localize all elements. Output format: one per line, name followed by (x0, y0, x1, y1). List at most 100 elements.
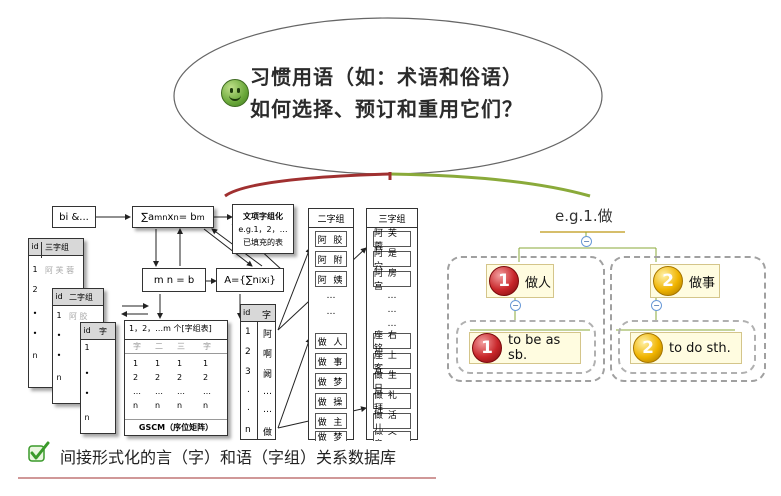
row-id: • (32, 329, 38, 338)
trigram-cell: 阿 芙 蓉 (373, 229, 411, 252)
char-table-back: id 字 1 • • n (80, 322, 116, 434)
row-id: • (84, 389, 90, 398)
aset-x: x (261, 274, 268, 286)
gscm-cell: 2 (177, 373, 183, 382)
row-id: • (56, 331, 62, 340)
bigram-cell: 做 梦 (315, 373, 347, 389)
node-zuoren[interactable]: 1 做人 (486, 264, 554, 298)
gscm-cell: 2 (133, 373, 139, 382)
trigram-cell: 做 活 儿 (373, 411, 411, 434)
collapse-node-1-icon[interactable]: − (510, 300, 521, 311)
note-box: 文项字组化 e.g.1，2，… 已填充的表 (232, 204, 294, 254)
gscm-cell: 1 (155, 359, 161, 368)
gscm-col: 字 (203, 342, 211, 351)
aset-a: A={∑n (224, 274, 259, 286)
mnb-label: m n = b (153, 274, 195, 286)
bigram-cell: 做 人 (315, 333, 347, 349)
char-cell: … (263, 405, 272, 415)
trigram-cell: 做 生 日 (373, 371, 411, 394)
bigram-header-label: 二字组 (69, 293, 93, 302)
child-1-frame (456, 320, 596, 374)
gscm-col: 字 (133, 342, 141, 351)
row-id: • (56, 351, 62, 360)
id-header: id (55, 292, 63, 301)
title-line-2: 如何选择、预订和重用它们？ (250, 97, 523, 121)
gscm-cell: n (155, 401, 161, 410)
gscm-cell: 2 (155, 373, 161, 382)
gscm-header: 1，2，…m 个[字组表] (129, 324, 212, 333)
node-zuoren-label: 做人 (525, 275, 552, 291)
trigram-cell: 阿 是 穴 (373, 249, 411, 272)
char-cell: 做 (263, 428, 273, 438)
collapse-node-2-icon[interactable]: − (651, 300, 662, 311)
mnb-box: m n = b (142, 268, 206, 292)
bigram-cell: 做 操 (315, 393, 347, 409)
bigram-table-header: id 二字组 (53, 289, 103, 306)
number-1-icon: 1 (472, 333, 502, 363)
node-to-be-as-sb-label: to be as sb. (508, 333, 561, 363)
sum-eq-b: = b (178, 211, 197, 223)
node-to-do-sth[interactable]: 2 to do sth. (630, 332, 742, 364)
bigram-header: 二字组 (309, 209, 353, 228)
gscm-col: 三 (177, 342, 185, 351)
row-id: n (32, 351, 38, 360)
number-2-icon: 2 (633, 333, 663, 363)
gscm-cell: … (133, 387, 141, 396)
row-id: 1 (245, 327, 251, 337)
trigram-column: 三字组 阿 芙 蓉 阿 是 穴 阿 房 宫 … … … 座 右 铭 座 上 客 … (366, 208, 418, 441)
row-id: n (245, 425, 251, 435)
note-title: 文项字组化 (243, 211, 283, 221)
char-table-header: id 字 (81, 323, 115, 340)
gscm-cell: 1 (177, 359, 183, 368)
node-to-do-sth-label: to do sth. (669, 340, 731, 356)
gscm-cell: n (177, 401, 183, 410)
gscm-cell: … (177, 387, 185, 396)
row-id: n (56, 373, 62, 382)
checkmark-icon (28, 441, 50, 462)
bigram-cell: 做 事 (315, 353, 347, 369)
node-to-be-as-sb[interactable]: 1 to be as sb. (469, 332, 581, 364)
gscm-cell: n (133, 401, 139, 410)
gscm-col: 二 (155, 342, 163, 351)
bigram-ellipsis: … (326, 307, 336, 317)
bigram-cell: 做 梦 (315, 431, 347, 441)
smiley-icon (221, 79, 249, 107)
row-id: 2 (32, 285, 38, 294)
row-id: 1 (32, 265, 38, 274)
char-cell: 阿 (263, 330, 273, 340)
row-id: 1 (56, 311, 62, 320)
trigram-header-label: 三字组 (45, 243, 69, 252)
bigram-column: 二字组 阿 胶 阿 附 阿 姨 … … 做 人 做 事 做 梦 做 操 做 主 … (308, 208, 354, 441)
group-2-frame (610, 256, 766, 382)
trigram-header: 三字组 (367, 209, 417, 228)
bigram-cell: 阿 附 (315, 251, 347, 267)
row-id: • (84, 369, 90, 378)
node-zuoshi[interactable]: 2 做事 (650, 264, 720, 298)
row-text: 阿 芙 蓉 (45, 266, 75, 275)
char-header-label: 字 (99, 327, 107, 336)
gscm-cell: 2 (203, 373, 209, 382)
note-line-2: e.g.1，2，… (238, 224, 288, 234)
id-header: id (243, 308, 251, 317)
diagram-caption: 间接形式化的言（字）和语（字组）关系数据库 (60, 448, 397, 467)
id-header: id (83, 326, 91, 335)
aset-sub2: i (267, 275, 270, 285)
bigram-cell: 做 主 (315, 413, 347, 429)
number-1-icon: 1 (489, 266, 519, 296)
row-id: 1 (84, 343, 90, 352)
gscm-cell: … (155, 387, 163, 396)
gscm-cell: … (203, 387, 211, 396)
trigram-ellipsis: … (387, 305, 397, 315)
gscm-cell: n (203, 401, 209, 410)
char-cell: 阙 (263, 370, 273, 380)
trigram-cell: 座 右 铭 (373, 331, 411, 354)
row-id: • (32, 309, 38, 318)
trigram-cell: 做 文 章 (373, 431, 411, 441)
bi-label: bi &... (59, 211, 89, 223)
collapse-root-icon[interactable]: − (581, 236, 592, 247)
id-header: id (29, 242, 42, 258)
